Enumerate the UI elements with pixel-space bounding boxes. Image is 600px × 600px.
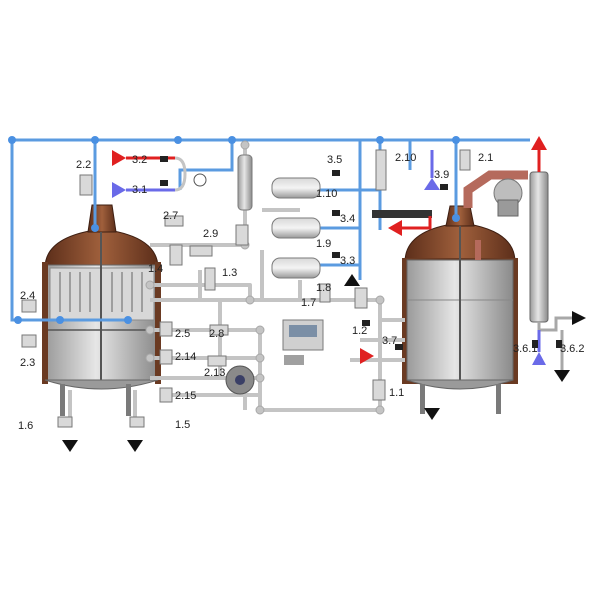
actuator-glyphs (160, 156, 562, 350)
hot-water-inlet-arrow (112, 150, 126, 166)
label-3-1: 3.1 (132, 184, 147, 196)
label-3-6-1: 3.6.1 (513, 343, 537, 355)
condenser-outlet-pipe (537, 316, 572, 332)
right-vessel (402, 205, 518, 414)
label-2-15: 2.15 (175, 390, 196, 402)
label-1-7: 1.7 (301, 297, 316, 309)
label-2-3: 2.3 (20, 357, 35, 369)
condenser-outlet-right-arrow (572, 311, 586, 325)
pressure-gauge (193, 173, 207, 187)
condenser-drain-arrow (554, 370, 570, 382)
left-vessel-legs (60, 384, 131, 416)
label-2-10: 2.10 (395, 152, 416, 164)
left-vessel (42, 204, 161, 416)
cold-water-down-arrow (424, 178, 440, 190)
label-1-2: 1.2 (352, 325, 367, 337)
label-3-2: 3.2 (132, 154, 147, 166)
label-3-6-2: 3.6.2 (560, 343, 584, 355)
label-3-4: 3.4 (340, 213, 355, 225)
label-3-5: 3.5 (327, 154, 342, 166)
label-1-1: 1.1 (389, 387, 404, 399)
label-2-8: 2.8 (209, 328, 224, 340)
vent-arrow-1-7 (344, 274, 360, 286)
wort-inlet-arrow (360, 348, 374, 364)
label-2-7: 2.7 (163, 210, 178, 222)
label-1-6: 1.6 (18, 420, 33, 432)
left-vessel-insulation-right (155, 262, 161, 384)
label-1-8: 1.8 (316, 282, 331, 294)
drain-arrow-1-5 (127, 440, 143, 452)
flow-meter (284, 355, 304, 365)
label-1-5: 1.5 (175, 419, 190, 431)
drain-arrow-1-6 (62, 440, 78, 452)
label-2-4: 2.4 (20, 290, 35, 302)
vapor-flue (463, 170, 528, 260)
vent-out-arrow (531, 136, 547, 150)
left-vessel-insulation (42, 262, 48, 384)
label-3-9: 3.9 (434, 169, 449, 181)
label-3-3: 3.3 (340, 255, 355, 267)
label-1-10: 1.10 (316, 188, 337, 200)
right-vessel-neck (445, 205, 475, 227)
lauter-rake-blades (59, 272, 143, 312)
label-1-9: 1.9 (316, 238, 331, 250)
hop-dosers (237, 154, 321, 279)
process-nodes (145, 140, 385, 415)
right-vessel-bottom (406, 379, 514, 390)
right-vessel-legs (420, 384, 501, 414)
label-2-5: 2.5 (175, 328, 190, 340)
label-3-7: 3.7 (382, 335, 397, 347)
spray-out-arrow (388, 220, 402, 236)
drain-arrow-kettle (424, 408, 440, 420)
label-2-13: 2.13 (204, 367, 225, 379)
condenser-column (529, 171, 549, 323)
valve-glyphs (21, 149, 471, 428)
water-nodes (8, 136, 460, 324)
control-panel-screen (289, 325, 317, 337)
label-2-9: 2.9 (203, 228, 218, 240)
spray-bar (372, 210, 432, 218)
label-2-14: 2.14 (175, 351, 196, 363)
label-1-4: 1.4 (148, 263, 163, 275)
condenser-inlet-arrow (532, 352, 546, 365)
wort-pump-hub (235, 375, 245, 385)
label-2-1: 2.1 (478, 152, 493, 164)
label-2-2: 2.2 (76, 159, 91, 171)
vapor-condenser (529, 136, 586, 382)
cold-water-inlet-arrow (112, 182, 126, 198)
label-1-3: 1.3 (222, 267, 237, 279)
